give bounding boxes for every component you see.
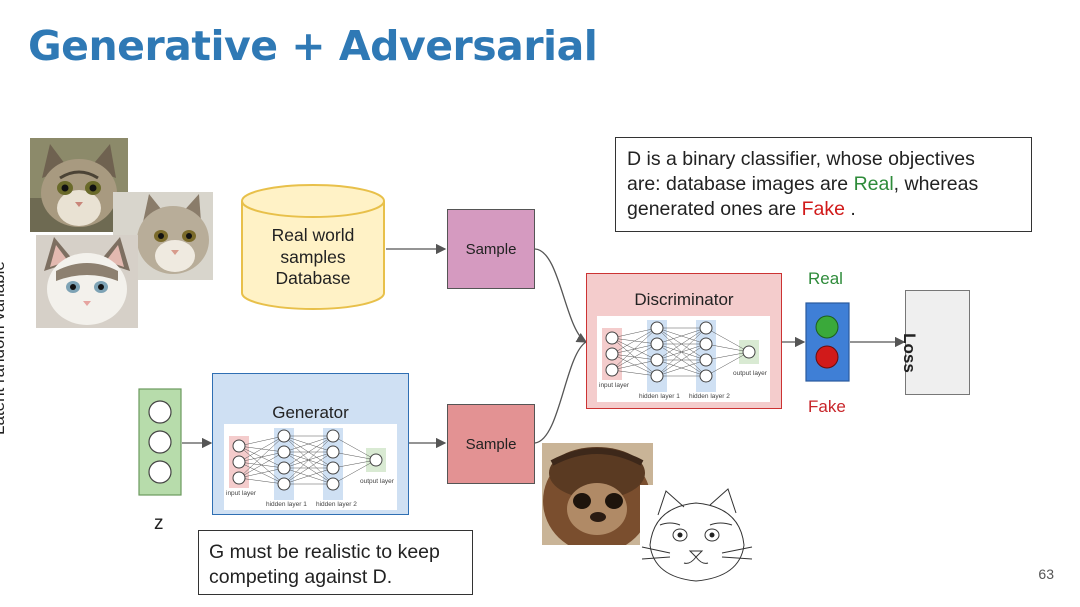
loss-label: Loss <box>900 333 919 373</box>
disc-input-layer-label: input layer <box>599 382 630 389</box>
sample-fake-box: Sample <box>447 404 535 484</box>
discriminator-note: D is a binary classifier, whose objectiv… <box>615 137 1032 232</box>
gen-output-layer-label: output layer <box>360 478 395 485</box>
sample-real-box: Sample <box>447 209 535 289</box>
ewok-photo <box>542 443 653 545</box>
decision-box <box>805 302 850 382</box>
disc-hidden-layer-2-label: hidden layer 2 <box>689 393 730 400</box>
disc-hidden-layer-1-label: hidden layer 1 <box>639 393 680 400</box>
loss-box <box>905 290 970 395</box>
latent-symbol: z <box>154 513 164 534</box>
cat-sketch <box>640 485 755 585</box>
page-number: 63 <box>1038 566 1054 582</box>
real-word: Real <box>853 173 894 195</box>
sample-fake-label: Sample <box>465 435 517 453</box>
slide-title: Generative + Adversarial <box>28 22 598 70</box>
cat-photo-3 <box>36 235 138 328</box>
gen-hidden-layer-2-label: hidden layer 2 <box>316 501 357 508</box>
decision-real-label: Real <box>808 269 843 288</box>
generator-network: input layer hidden layer 1 hidden layer … <box>224 424 397 510</box>
latent-vector <box>138 388 182 496</box>
fake-word: Fake <box>801 198 845 220</box>
sample-real-label: Sample <box>465 240 517 258</box>
cat-photo-1 <box>30 138 128 232</box>
disc-output-layer-label: output layer <box>733 370 768 377</box>
database-cylinder <box>241 184 385 310</box>
decision-fake-label: Fake <box>808 397 846 416</box>
fake-indicator-icon <box>815 345 839 369</box>
latent-axis-label: Latent random variable <box>0 261 8 435</box>
generator-label: Generator <box>272 403 349 422</box>
gen-hidden-layer-1-label: hidden layer 1 <box>266 501 307 508</box>
discriminator-network: input layer hidden layer 1 hidden layer … <box>597 316 770 402</box>
database-label: Real world samples Database <box>271 225 355 288</box>
gen-input-layer-label: input layer <box>226 490 257 497</box>
generator-note: G must be realistic to keep competing ag… <box>198 530 473 595</box>
discriminator-label: Discriminator <box>634 290 734 309</box>
real-indicator-icon <box>815 315 839 339</box>
